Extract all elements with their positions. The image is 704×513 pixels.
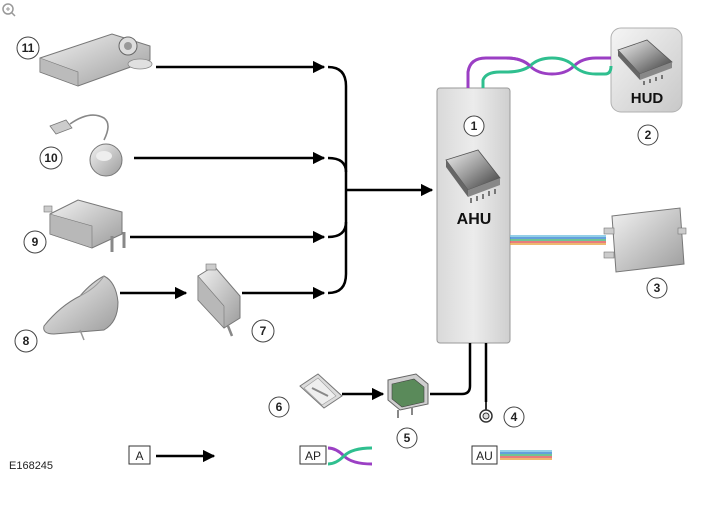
callout-10: 10 <box>39 146 63 170</box>
signal-lines <box>120 60 434 300</box>
legend-au-label: AU <box>476 449 493 463</box>
callout-6: 6 <box>268 396 290 418</box>
svg-text:7: 7 <box>260 324 267 338</box>
relay-module <box>387 373 429 418</box>
callout-5: 5 <box>396 427 418 449</box>
callout-8: 8 <box>14 329 38 353</box>
callout-7: 7 <box>251 319 275 343</box>
legend-ap-label: AP <box>305 449 321 463</box>
svg-text:3: 3 <box>654 281 661 295</box>
component-10 <box>49 114 123 177</box>
zoom-icon[interactable] <box>2 3 16 17</box>
callout-3: 3 <box>646 277 668 299</box>
chip-icon <box>445 149 501 203</box>
callout-2: 2 <box>637 124 659 146</box>
ground-connection <box>479 343 493 423</box>
svg-text:1: 1 <box>471 119 478 133</box>
svg-text:9: 9 <box>32 235 39 249</box>
callout-4: 4 <box>503 406 525 428</box>
svg-text:8: 8 <box>23 334 30 348</box>
fuse-component <box>299 373 343 409</box>
callout-9: 9 <box>23 230 47 254</box>
component-11 <box>39 33 153 87</box>
svg-text:2: 2 <box>645 128 652 142</box>
svg-text:10: 10 <box>44 151 58 165</box>
component-8-antenna <box>43 275 119 341</box>
svg-text:6: 6 <box>276 400 283 414</box>
ahu-module: AHU <box>436 87 511 344</box>
component-7 <box>197 263 241 337</box>
figure-id: E168245 <box>9 460 53 472</box>
svg-text:5: 5 <box>404 431 411 445</box>
hud-module: HUD <box>610 27 683 113</box>
svg-text:4: 4 <box>511 410 518 424</box>
ahu-label: AHU <box>457 211 492 228</box>
relay-to-ahu-wire <box>430 343 472 396</box>
display-module <box>603 207 687 273</box>
callout-1: 1 <box>463 115 485 137</box>
component-9 <box>43 199 126 252</box>
legend-ap: AP <box>299 445 373 466</box>
ap-cable-ahu-hud <box>466 56 613 88</box>
legend-a: A <box>128 445 216 465</box>
hud-label: HUD <box>631 90 664 107</box>
au-cable-ahu-display <box>510 235 606 245</box>
legend-a-label: A <box>135 449 143 463</box>
legend-au: AU <box>471 445 552 465</box>
svg-text:11: 11 <box>22 41 35 55</box>
callout-11: 11 <box>16 36 40 60</box>
